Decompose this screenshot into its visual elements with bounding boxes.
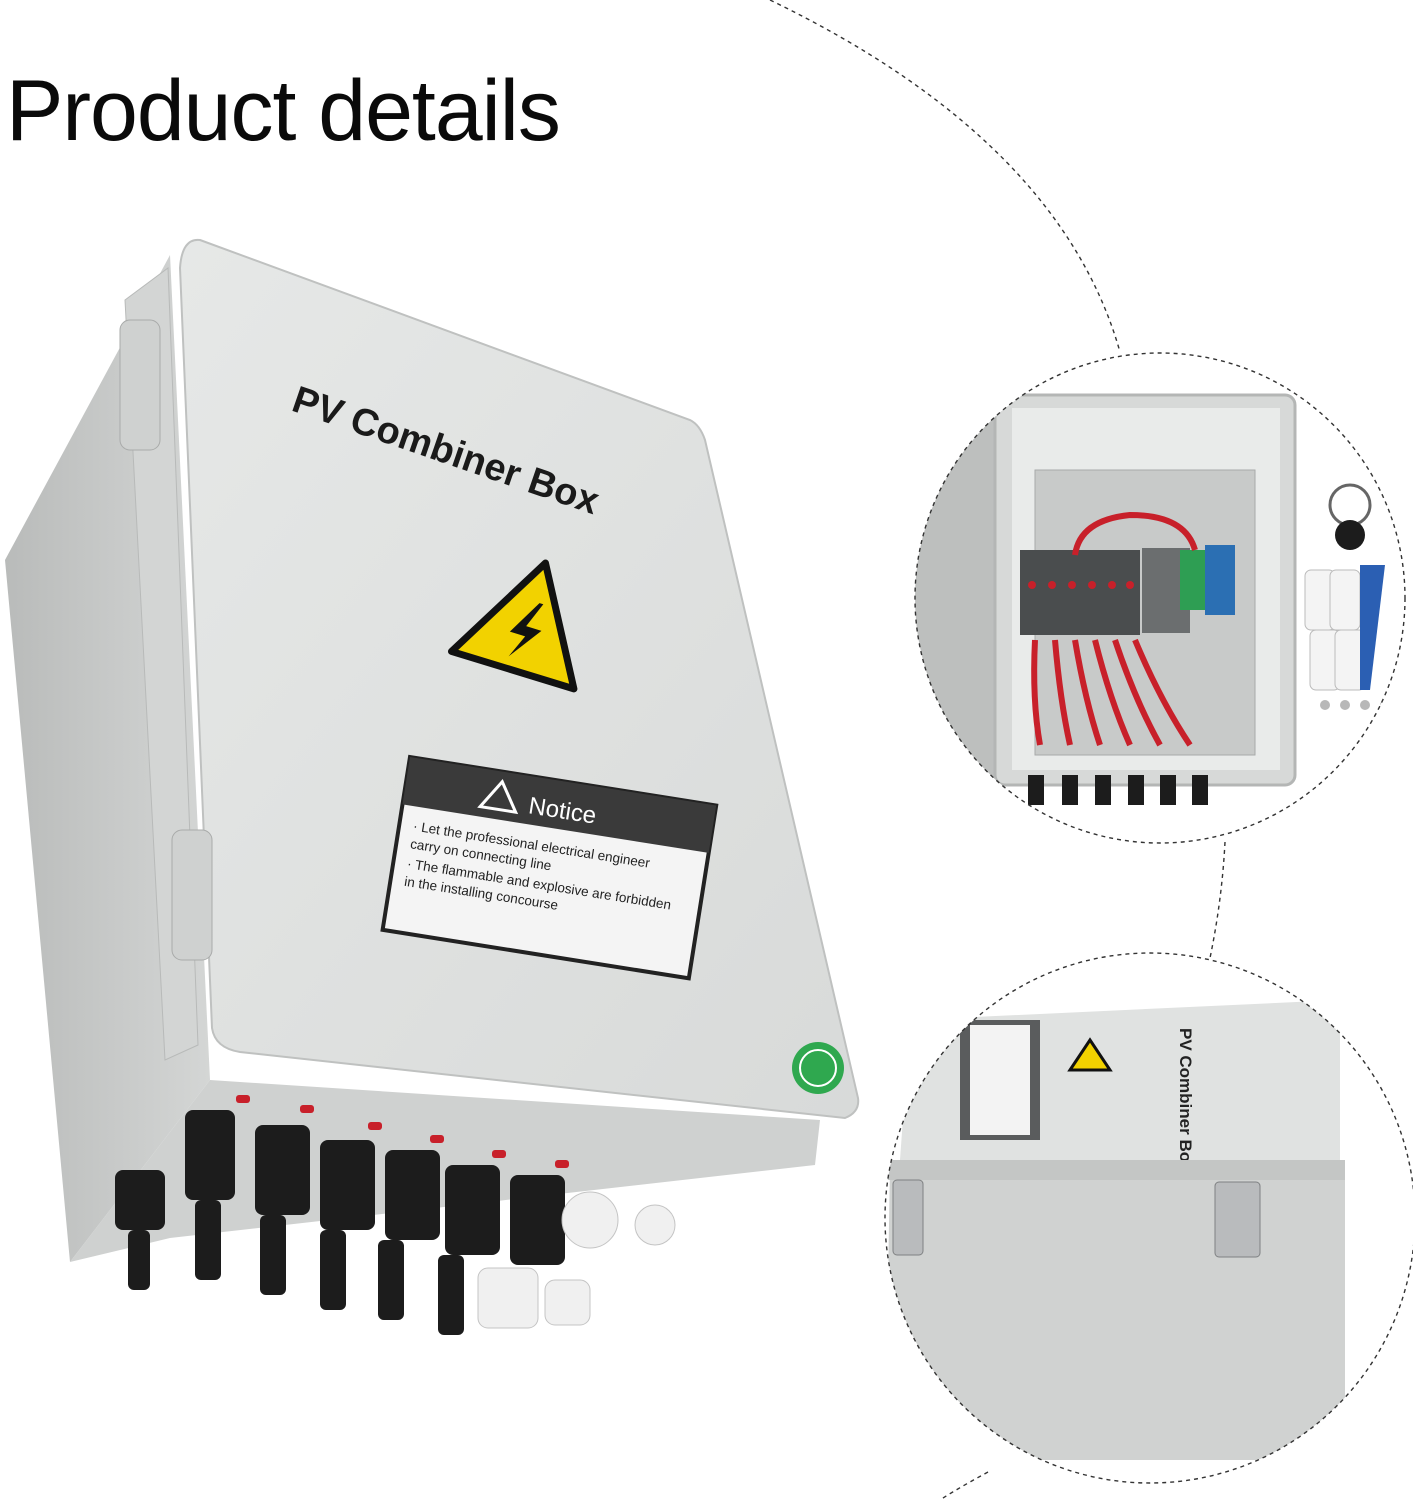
interior-detail-view [914,352,1406,844]
guide-arc-top [769,0,1121,353]
combiner-box-main: PV Combiner Box Notice · Let the profess… [5,238,860,1335]
cable-glands [477,1191,676,1329]
warning-sign [448,559,578,693]
page-title: Product details [6,63,561,159]
box-lid [178,238,860,1120]
mc4-connectors [115,1110,565,1335]
latch-box-title: PV Combiner Box [1176,1028,1195,1172]
red-wires [1031,511,1198,747]
guide-arc-mid [1209,841,1226,959]
breakers [1020,545,1235,635]
latch-detail-view: PV Combiner Box [884,952,1413,1484]
guide-arc-bottom [939,1471,989,1500]
notice-label: Notice · Let the professional electrical… [380,754,719,981]
